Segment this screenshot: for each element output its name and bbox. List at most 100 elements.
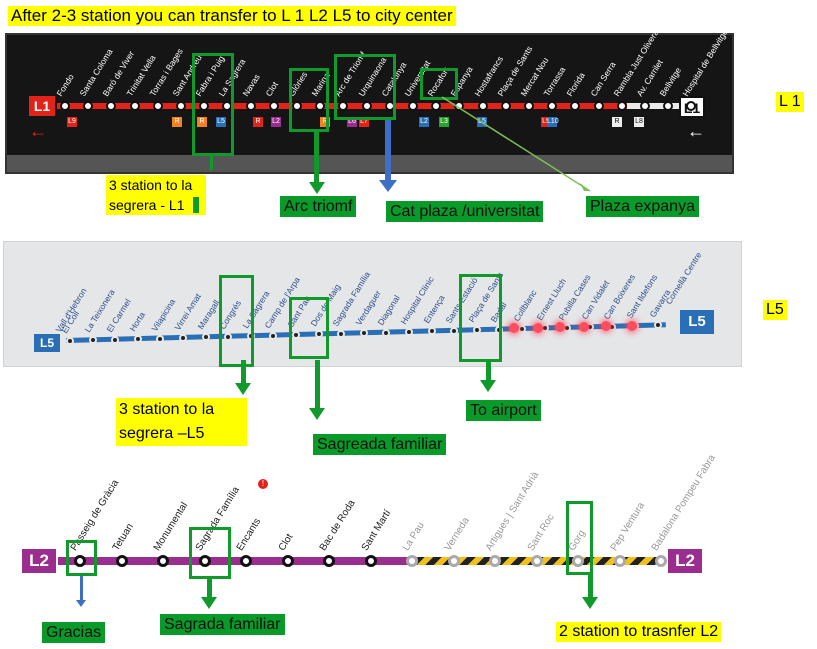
- l5-airport-arrowhead: [480, 380, 496, 392]
- l5-terminus-end: Cornellà Centre: [663, 250, 704, 306]
- l1-station-dot: [616, 101, 627, 111]
- l1-station-label: Florida: [564, 70, 588, 98]
- l1-cat-highlight: [334, 54, 396, 120]
- l1-station-dot: [292, 101, 302, 111]
- l1-station-dot: [60, 101, 70, 111]
- l2-station-label: Pep Ventura: [608, 500, 647, 553]
- l5-airport-arrow: [486, 362, 491, 382]
- l1-station-label: Hospital de Bellvitge: [680, 27, 731, 98]
- l1-station-label: Clot: [263, 79, 280, 98]
- l5-familia-arrowhead: [309, 408, 325, 420]
- l5-badge: L5: [34, 334, 60, 352]
- l5-station-dot: [224, 332, 233, 341]
- l5-station-label: Collblanc: [511, 288, 539, 323]
- l2-gracia-highlight: [66, 540, 97, 576]
- l2-badge: L2: [22, 549, 56, 573]
- l2-station-dot: [198, 555, 211, 567]
- l5-station-dot: [450, 326, 459, 335]
- l1-arc-arrowhead: [309, 182, 325, 194]
- l2-station-dot: [281, 555, 294, 567]
- l1-transfer-badge: R: [320, 117, 330, 127]
- l5-lit-indicator: [533, 322, 543, 333]
- l1-arc-highlight: [289, 68, 329, 132]
- l1-station-dot: [106, 101, 117, 111]
- l5-station-dot: [359, 329, 368, 338]
- l2-transfer-callout: 2 station to trasnfer L2: [556, 622, 722, 642]
- l1-station-dot: [593, 101, 604, 111]
- l2-station-label: La Pau: [400, 520, 427, 553]
- l1-track-white: [627, 103, 682, 109]
- l5-line-photo: L5 L5 Vall d'Hebron Cornellà Centre El C…: [3, 241, 742, 367]
- l1-station-dot: [176, 101, 186, 111]
- l1-transfer-badge: L3: [439, 117, 449, 127]
- l2-station-dot: [655, 555, 667, 567]
- l2-station-dot: [489, 555, 501, 567]
- l2-end-badge: L2: [668, 549, 702, 573]
- l2-gracia-arrow: [80, 576, 83, 602]
- l1-transfer-badge: R: [172, 117, 182, 127]
- l5-side-label: L5: [763, 300, 787, 320]
- l1-transfer-badge: L2: [419, 117, 429, 127]
- l1-sagrera-callout-tag: [193, 197, 199, 213]
- l1-station-dot: [129, 101, 140, 111]
- l5-station-dot: [179, 334, 187, 342]
- l1-espanya-callout: Plaza expanya: [586, 196, 699, 217]
- l5-sagrera-callout: 3 station to la segrera –L5: [116, 398, 247, 446]
- l2-station-label: Encants: [234, 516, 264, 553]
- l1-station-dot: [361, 101, 372, 111]
- l1-station-dot: [83, 101, 94, 111]
- l1-station-dot: [315, 101, 326, 111]
- l2-station-dot: [613, 555, 626, 567]
- l1-station-dot: [152, 101, 163, 111]
- l2-familia-callout: Sagrada familiar: [160, 614, 285, 635]
- l5-station-dot: [518, 325, 526, 333]
- l2-station-dot: [157, 555, 169, 567]
- l1-espanya-arrow: [441, 96, 591, 192]
- l5-airport-highlight: [459, 274, 502, 362]
- l1-station-dot: [431, 101, 442, 111]
- l2-station-label: Clot: [276, 532, 295, 553]
- l2-familia-highlight: [189, 527, 231, 579]
- l5-station-label: Entença: [421, 293, 447, 326]
- l2-familia-arrowhead: [201, 597, 217, 609]
- l5-station-dot: [405, 328, 413, 336]
- l1-station-label: Torrassa: [541, 65, 568, 98]
- l1-panel-bottom: [7, 155, 732, 172]
- l1-station-dot: [408, 101, 418, 111]
- l1-cat-callout: Cat plaza /universitat: [386, 201, 544, 222]
- l2-familia-alert-icon: !: [258, 479, 268, 489]
- l1-sagrera-highlight: [192, 53, 234, 156]
- l1-transfer-badge: L6: [347, 117, 357, 127]
- l2-station-dot: [530, 555, 543, 567]
- l1-station-dot: [477, 101, 488, 111]
- l1-espanya-highlight: [420, 68, 458, 100]
- l1-transfer-badge: L7: [359, 117, 369, 127]
- l2-familia-arrow: [207, 579, 212, 599]
- l2-station-label: Badalona Pompeu Fabra: [649, 452, 718, 553]
- l5-station-dot: [337, 329, 346, 338]
- l1-station-dot: [640, 101, 650, 111]
- l1-station-dot: [524, 101, 534, 111]
- l1-station-label: Bellvitge: [657, 65, 684, 98]
- l1-side-label: L 1: [776, 92, 804, 112]
- l2-gracia-callout: Gracias: [42, 622, 106, 643]
- l1-cat-arrowhead: [379, 180, 397, 192]
- l1-arc-arrow: [314, 132, 319, 184]
- l5-sagrera-arrowhead: [235, 383, 251, 395]
- l2-station-dot: [406, 555, 418, 567]
- l5-station-dot: [653, 321, 662, 330]
- header-text: After 2-3 station you can transfer to L …: [8, 6, 456, 26]
- l2-station-label: Monumental: [151, 500, 191, 553]
- l2-station-label: Verneda: [442, 515, 472, 553]
- l1-sagrera-callout: 3 station to la segrera - L1: [106, 175, 206, 215]
- l1-arc-callout: Arc triomf: [280, 196, 357, 217]
- l5-station-dot: [314, 330, 323, 339]
- l5-lit-indicator: [509, 323, 519, 333]
- l5-station-dot: [88, 336, 97, 345]
- l2-gorg-highlight: [566, 501, 593, 575]
- l1-transfer-badge: L10: [547, 117, 559, 127]
- l1-transfer-badge: L9: [541, 117, 551, 127]
- l5-station-dot: [292, 331, 300, 339]
- l5-station-label: Horta: [127, 310, 147, 334]
